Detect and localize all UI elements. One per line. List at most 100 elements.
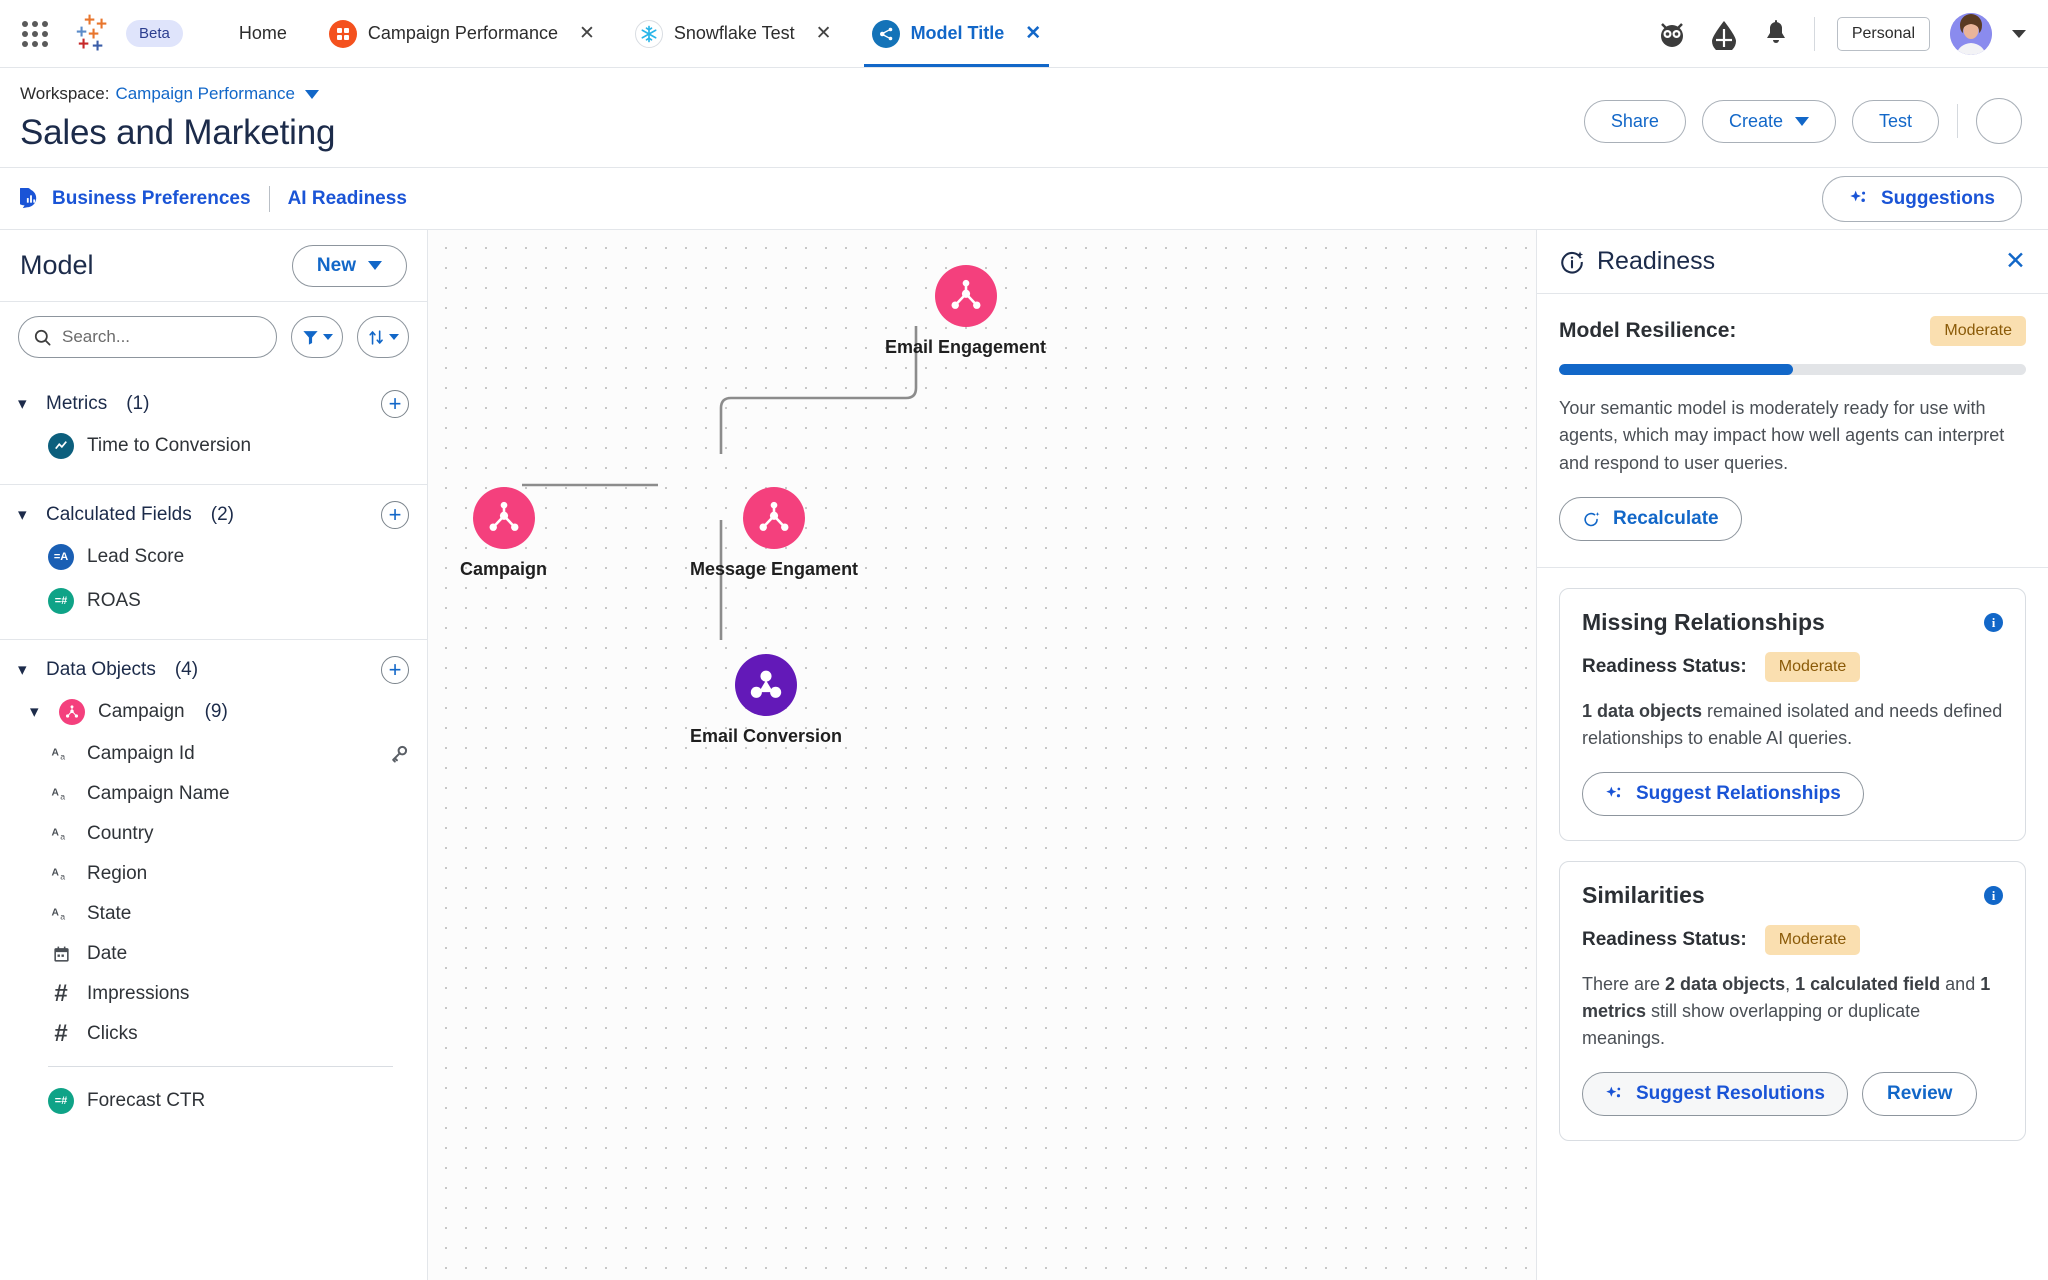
info-icon[interactable]: i [1984,886,2003,906]
tab-model-title[interactable]: Model Title ✕ [852,0,1062,67]
field-impressions[interactable]: # Impressions [0,974,427,1014]
dashboard-icon [328,19,357,48]
svg-text:a: a [60,751,65,761]
field-label: Date [87,943,128,964]
close-icon[interactable]: ✕ [815,23,832,44]
review-button[interactable]: Review [1861,1072,1978,1117]
tab-model-title-label: Model Title [910,23,1005,43]
node-message-engament[interactable]: Message Engament [690,487,858,580]
section-metrics-title: Metrics [46,393,108,414]
field-campaign-name[interactable]: A a Campaign Name [0,774,427,814]
search-box[interactable] [18,316,277,358]
list-item[interactable]: Time to Conversion [0,424,427,468]
field-region[interactable]: A a Region [0,854,427,894]
suggest-relationships-label: Suggest Relationships [1636,783,1841,805]
bell-icon[interactable] [1760,18,1792,50]
field-date[interactable]: Date [0,934,427,974]
field-state[interactable]: A a State [0,894,427,934]
tab-home[interactable]: Home [217,0,309,67]
suggestions-button[interactable]: Suggestions [1821,175,2022,222]
personal-selector[interactable]: Personal [1836,16,1930,51]
workspace-name-link[interactable]: Campaign Performance [115,84,295,103]
avatar[interactable] [1950,12,1992,55]
nav-ai-readiness[interactable]: AI Readiness [288,188,407,210]
card-status-row: Readiness Status: Moderate [1582,652,2003,683]
create-button[interactable]: Create [1701,99,1836,143]
node-email-engagement[interactable]: Email Engagement [885,265,1046,358]
field-label: Campaign Name [87,783,230,804]
more-actions-button[interactable] [1976,98,2022,144]
apps-grid-icon[interactable] [18,17,52,51]
list-item[interactable]: =# ROAS [0,579,427,623]
search-input[interactable] [62,327,262,347]
close-icon[interactable]: ✕ [1025,23,1042,44]
filter-button[interactable] [291,316,343,358]
text-type-icon: A a [48,745,74,764]
share-button[interactable]: Share [1583,99,1686,143]
section-calculated-fields-header[interactable]: ▾ Calculated Fields (2) + [0,491,427,535]
field-clicks[interactable]: # Clicks [0,1014,427,1054]
readiness-status-label: Readiness Status: [1582,656,1747,678]
brand-logo-icon[interactable]: + + + + + + [76,9,108,57]
text-type-icon: A a [48,785,74,804]
section-metrics: ▾ Metrics (1) + Time to Conversion [0,374,427,485]
close-icon[interactable]: ✕ [2005,247,2026,275]
test-button[interactable]: Test [1851,99,1939,143]
recalculate-button[interactable]: Recalculate [1559,497,1742,542]
svg-text:A: A [52,907,60,918]
section-calculated-fields-count: (2) [210,504,234,525]
account-chevron-down-icon[interactable] [2012,29,2026,38]
list-item[interactable]: =A Lead Score [0,535,427,579]
snowflake-icon [634,19,663,48]
svg-text:A: A [52,867,60,878]
info-icon[interactable]: i [1984,613,2003,633]
card-description: 1 data objects remained isolated and nee… [1582,698,2003,752]
pulse-icon[interactable] [1708,18,1740,50]
model-resilience-description: Your semantic model is moderately ready … [1559,398,2005,473]
section-data-objects-title: Data Objects [46,659,156,680]
field-country[interactable]: A a Country [0,814,427,854]
new-button[interactable]: New [291,244,407,287]
topbar-divider [1813,16,1815,51]
suggest-relationships-button[interactable]: Suggest Relationships [1582,772,1864,817]
list-item-label: Lead Score [87,546,185,567]
refresh-sparkle-icon [1582,510,1601,529]
chevron-down-icon [323,334,333,340]
tab-snowflake-test[interactable]: Snowflake Test ✕ [615,0,852,67]
node-campaign[interactable]: Campaign [460,487,547,580]
section-calculated-fields: ▾ Calculated Fields (2) + =A Lead Score … [0,485,427,640]
card-status-row: Readiness Status: Moderate [1582,925,2003,956]
workspace-chevron-down-icon[interactable] [304,89,319,99]
owl-icon[interactable] [1656,18,1688,50]
card-similarities: Similarities i Readiness Status: Moderat… [1559,861,2026,1142]
workspace-actions: Share Create Test [1583,98,2022,144]
section-data-objects-header[interactable]: ▾ Data Objects (4) + [0,646,427,690]
node-email-conversion[interactable]: Email Conversion [690,654,842,747]
data-object-campaign[interactable]: ▾ Campaign (9) [0,690,427,734]
section-metrics-header[interactable]: ▾ Metrics (1) + [0,380,427,424]
sparkle-icon [1849,189,1869,209]
calc-number-icon: =# [48,588,74,614]
readiness-info-icon [1559,249,1585,275]
tab-campaign-performance[interactable]: Campaign Performance ✕ [309,0,615,67]
add-data-object-button[interactable]: + [381,656,409,684]
add-calculated-field-button[interactable]: + [381,501,409,529]
readiness-panel-header: Readiness ✕ [1537,230,2048,294]
hub-node-icon [472,487,535,549]
model-canvas[interactable]: Email Engagement Campaign [428,230,1536,1280]
top-bar: + + + + + + Beta Home Ca [0,0,2048,68]
add-metric-button[interactable]: + [381,390,409,418]
sub-nav: Business Preferences AI Readiness Sugges… [0,168,2048,230]
field-campaign-id[interactable]: A a Campaign Id [0,734,427,774]
desc-mid-1: , [1785,974,1796,995]
sidebar-search-row [0,302,427,374]
close-icon[interactable]: ✕ [578,23,595,44]
suggest-resolutions-button[interactable]: Suggest Resolutions [1582,1072,1848,1117]
calc-number-icon: =# [48,1088,74,1114]
hub-node-icon [934,265,997,327]
page-title: Sales and Marketing [20,113,336,152]
list-item[interactable]: =# Forecast CTR [0,1079,427,1123]
nav-business-preferences[interactable]: Business Preferences [20,187,251,210]
sort-button[interactable] [357,316,409,358]
